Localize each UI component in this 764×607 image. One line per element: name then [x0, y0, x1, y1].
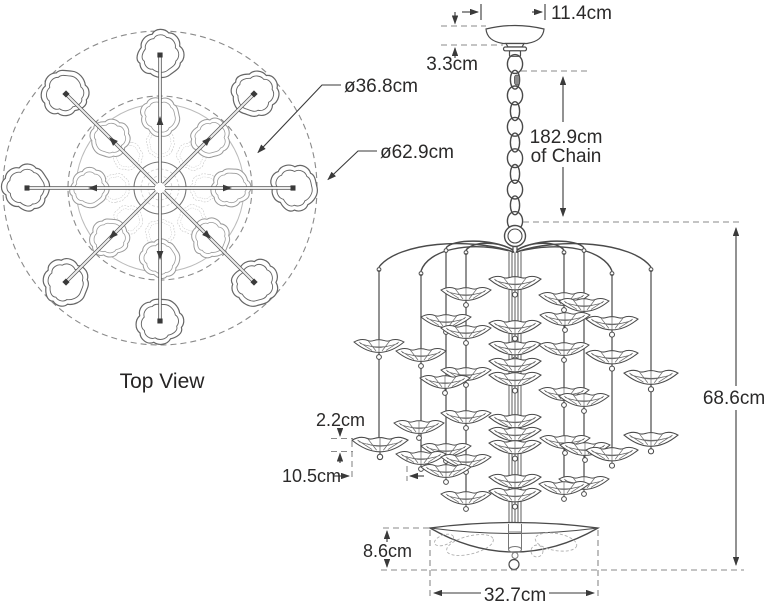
bowl-height-label: 8.6cm — [363, 541, 412, 561]
glass-dish — [538, 342, 590, 363]
arm-tip-finial — [250, 90, 258, 98]
arm-mid-finial — [202, 230, 211, 239]
glass-dish — [440, 491, 492, 512]
chain-length-label: 182.9cm — [530, 127, 603, 148]
glass-dish — [440, 325, 492, 346]
glass-dish — [488, 371, 542, 394]
radial-arm — [62, 190, 158, 286]
radial-arm — [156, 193, 164, 324]
radial-arm — [62, 90, 158, 186]
top-view-caption: Top View — [120, 370, 206, 393]
extension-lines — [331, 25, 744, 596]
glass-dish — [488, 487, 542, 510]
glass-dish — [488, 275, 542, 298]
glass-dish — [353, 339, 405, 360]
arm-mid-finial — [156, 251, 164, 260]
radial-arm — [162, 190, 258, 286]
chain-link — [509, 132, 521, 153]
bowl-diameter-label: 32.7cm — [484, 585, 546, 606]
glass-dish — [585, 446, 639, 469]
hang-ring-inner — [507, 228, 523, 244]
arm-mid-finial — [223, 184, 232, 192]
glass-dish — [558, 393, 610, 414]
chain-link — [509, 163, 521, 184]
chain-length-suffix-label: of Chain — [531, 146, 602, 167]
canopy-width-label: 11.4cm — [551, 3, 612, 24]
glass-dish — [440, 410, 492, 431]
canopy-height-label: 3.3cm — [426, 54, 478, 75]
glass-dish — [440, 287, 492, 308]
arm-tip-finial — [157, 318, 163, 324]
hanging-chain — [506, 53, 524, 232]
chain-link — [506, 116, 524, 137]
arched-arms — [378, 240, 652, 272]
arm-mid-finial — [109, 137, 118, 146]
top-view — [0, 22, 321, 349]
glass-dish — [488, 439, 542, 462]
inner-diameter-label: ø36.8cm — [344, 76, 418, 97]
chain-link — [506, 179, 524, 200]
glass-dish — [585, 315, 639, 338]
ceiling-canopy — [485, 24, 545, 57]
chain-link — [506, 53, 524, 75]
glass-dish — [623, 369, 679, 393]
arm-tip-finial — [62, 90, 70, 98]
radial-arm — [165, 184, 296, 192]
glass-dish — [585, 349, 639, 372]
glass-dish — [420, 464, 472, 485]
radial-arm — [162, 90, 258, 186]
glass-dish — [395, 348, 447, 369]
radial-arm — [24, 184, 155, 192]
chain-clip — [514, 74, 520, 86]
outer-diameter-label: ø62.9cm — [380, 142, 454, 163]
arm-tip-finial — [250, 278, 258, 286]
radial-arm — [156, 52, 164, 183]
chain-link — [506, 85, 524, 106]
arm-tip-finial — [157, 52, 163, 58]
glass-dish — [538, 481, 590, 502]
top-view-arms — [24, 52, 296, 324]
arm-tip-finial — [62, 278, 70, 286]
chain-link — [509, 100, 521, 122]
chain-link — [506, 148, 524, 169]
bowl-socket — [508, 524, 522, 559]
arm-mid-finial — [88, 184, 97, 192]
glass-dish — [539, 312, 591, 333]
arm-joint — [443, 248, 449, 253]
arm-mid-finial — [156, 116, 164, 125]
chain-link — [509, 195, 521, 216]
arm-mid-finial — [109, 230, 118, 239]
bottom-bowl — [427, 521, 601, 571]
side-view — [351, 24, 679, 571]
shade-height-label: 2.2cm — [316, 410, 365, 430]
glass-dish — [419, 375, 471, 396]
bowl-finial-ball — [508, 558, 520, 571]
arm-joint — [581, 248, 587, 253]
arm-tip-finial — [290, 185, 296, 191]
dimension-annotations: 11.4cm 3.3cm 182.9cm of Chain 68.6cm 2.2… — [120, 3, 764, 606]
bowl-interior-detail — [433, 532, 578, 558]
shade-diameter-label: 10.5cm — [282, 466, 341, 486]
glass-dish — [488, 319, 542, 342]
arm-mid-finial — [202, 137, 211, 146]
body-height-label: 68.6cm — [703, 388, 764, 409]
arm-tip-finial — [24, 185, 30, 191]
